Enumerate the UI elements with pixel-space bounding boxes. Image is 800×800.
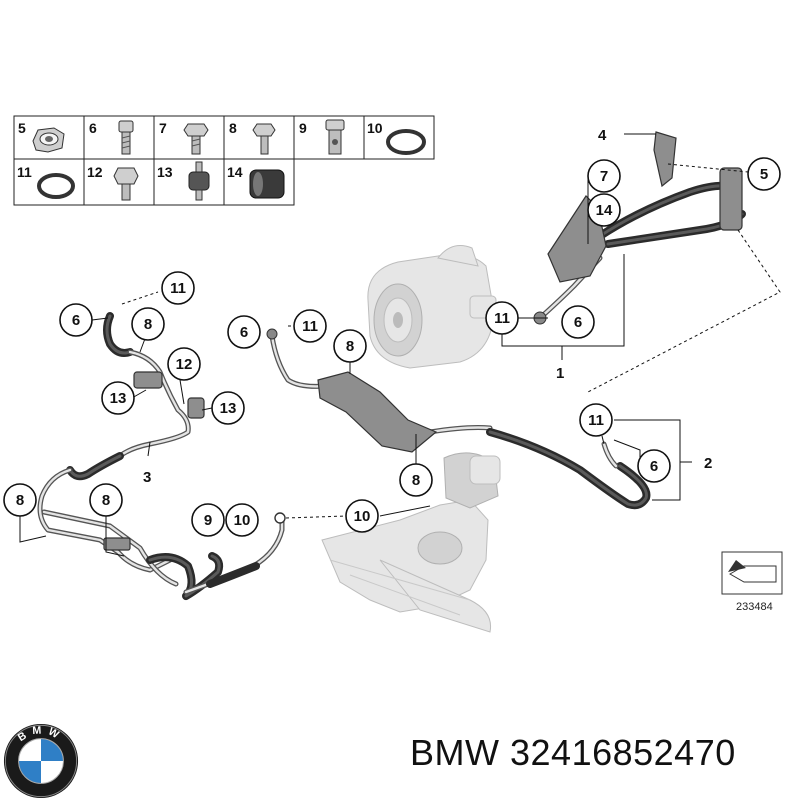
callout-bubble: 11	[485, 301, 519, 335]
parts-legend: 5 6 7 8 9 10 11 12 13 14	[13, 115, 435, 206]
callout-bubble: 13	[211, 391, 245, 425]
callout-label: 8	[412, 472, 420, 489]
callout-label: 2	[704, 455, 712, 472]
callout-label: 13	[110, 390, 127, 407]
rubber-mount-icon	[188, 161, 210, 201]
legend-number: 8	[229, 120, 237, 136]
callout-label: 8	[102, 492, 110, 509]
callout-label: 11	[494, 310, 510, 327]
callout-bubble: 8	[3, 483, 37, 517]
legend-number: 6	[89, 120, 97, 136]
callout-bubble: 8	[333, 329, 367, 363]
callout-label: 12	[176, 356, 193, 373]
callout-label: 11	[302, 318, 318, 335]
callout-bubble: 13	[101, 381, 135, 415]
callout-label: 6	[240, 324, 248, 341]
callout-bubble: 8	[89, 483, 123, 517]
callout-label: 8	[346, 338, 354, 355]
callout-bubble: 11	[293, 309, 327, 343]
hex-bolt-icon	[252, 123, 276, 155]
callout-label: 10	[234, 512, 251, 529]
callout-label: 7	[600, 168, 608, 185]
legend-number: 11	[17, 164, 32, 180]
legend-number: 14	[227, 164, 243, 180]
callout-bubble: 7	[587, 159, 621, 193]
callout-label: 8	[144, 316, 152, 333]
callout-bubble: 11	[161, 271, 195, 305]
rubber-bush-icon	[249, 169, 285, 199]
legend-number: 12	[87, 164, 103, 180]
callout-bubble: 10	[345, 499, 379, 533]
legend-number: 5	[18, 120, 26, 136]
callout-bubble: 6	[227, 315, 261, 349]
callout-label: 11	[588, 412, 604, 429]
callout-label: 6	[574, 314, 582, 331]
legend-number: 7	[159, 120, 167, 136]
pressure-hose-middle	[266, 328, 651, 510]
callout-label: 5	[760, 166, 768, 183]
banjo-bolt-icon	[325, 119, 345, 155]
callout-label: 11	[170, 280, 186, 297]
callout-label: 6	[72, 312, 80, 329]
callout-label: 8	[16, 492, 24, 509]
legend-number: 9	[299, 120, 307, 136]
callout-label: 4	[598, 127, 607, 144]
seal-ring-icon	[37, 173, 75, 199]
callout-label: 3	[143, 469, 151, 486]
collar-nut-icon	[32, 127, 65, 153]
hex-bolt-icon	[113, 167, 139, 201]
callout-bubble: 6	[561, 305, 595, 339]
return-line-left	[37, 312, 286, 600]
reference-box: 233484	[721, 551, 783, 613]
callout-label: 9	[204, 512, 212, 529]
callout-bubble: 8	[399, 463, 433, 497]
callout-label: 13	[220, 400, 237, 417]
callout-bubble: 8	[131, 307, 165, 341]
seal-ring-icon	[386, 129, 426, 155]
socket-bolt-icon	[118, 120, 134, 155]
part-caption: BMW 32416852470	[410, 732, 736, 774]
power-steering-pump	[367, 245, 497, 369]
bmw-logo: BMW	[3, 723, 79, 799]
callout-label: 6	[650, 458, 658, 475]
pressure-hose-upper	[533, 131, 746, 325]
callout-bubble: 12	[167, 347, 201, 381]
callout-bubble: 9	[191, 503, 225, 537]
callout-bubble: 14	[587, 193, 621, 227]
part-number: 32416852470	[510, 732, 736, 773]
callout-bubble: 5	[747, 157, 781, 191]
callout-bubble: 10	[225, 503, 259, 537]
reference-number: 233484	[736, 601, 773, 613]
callout-bubble: 6	[637, 449, 671, 483]
legend-number: 10	[367, 120, 383, 136]
callout-label: 14	[596, 202, 613, 219]
callout-bubble: 11	[579, 403, 613, 437]
callout-label: 10	[354, 508, 371, 525]
brand-name: BMW	[410, 732, 500, 773]
callout-label: 1	[556, 365, 564, 382]
hex-bolt-icon	[183, 123, 209, 155]
steering-gear	[321, 452, 501, 633]
callout-bubble: 6	[59, 303, 93, 337]
legend-number: 13	[157, 164, 173, 180]
